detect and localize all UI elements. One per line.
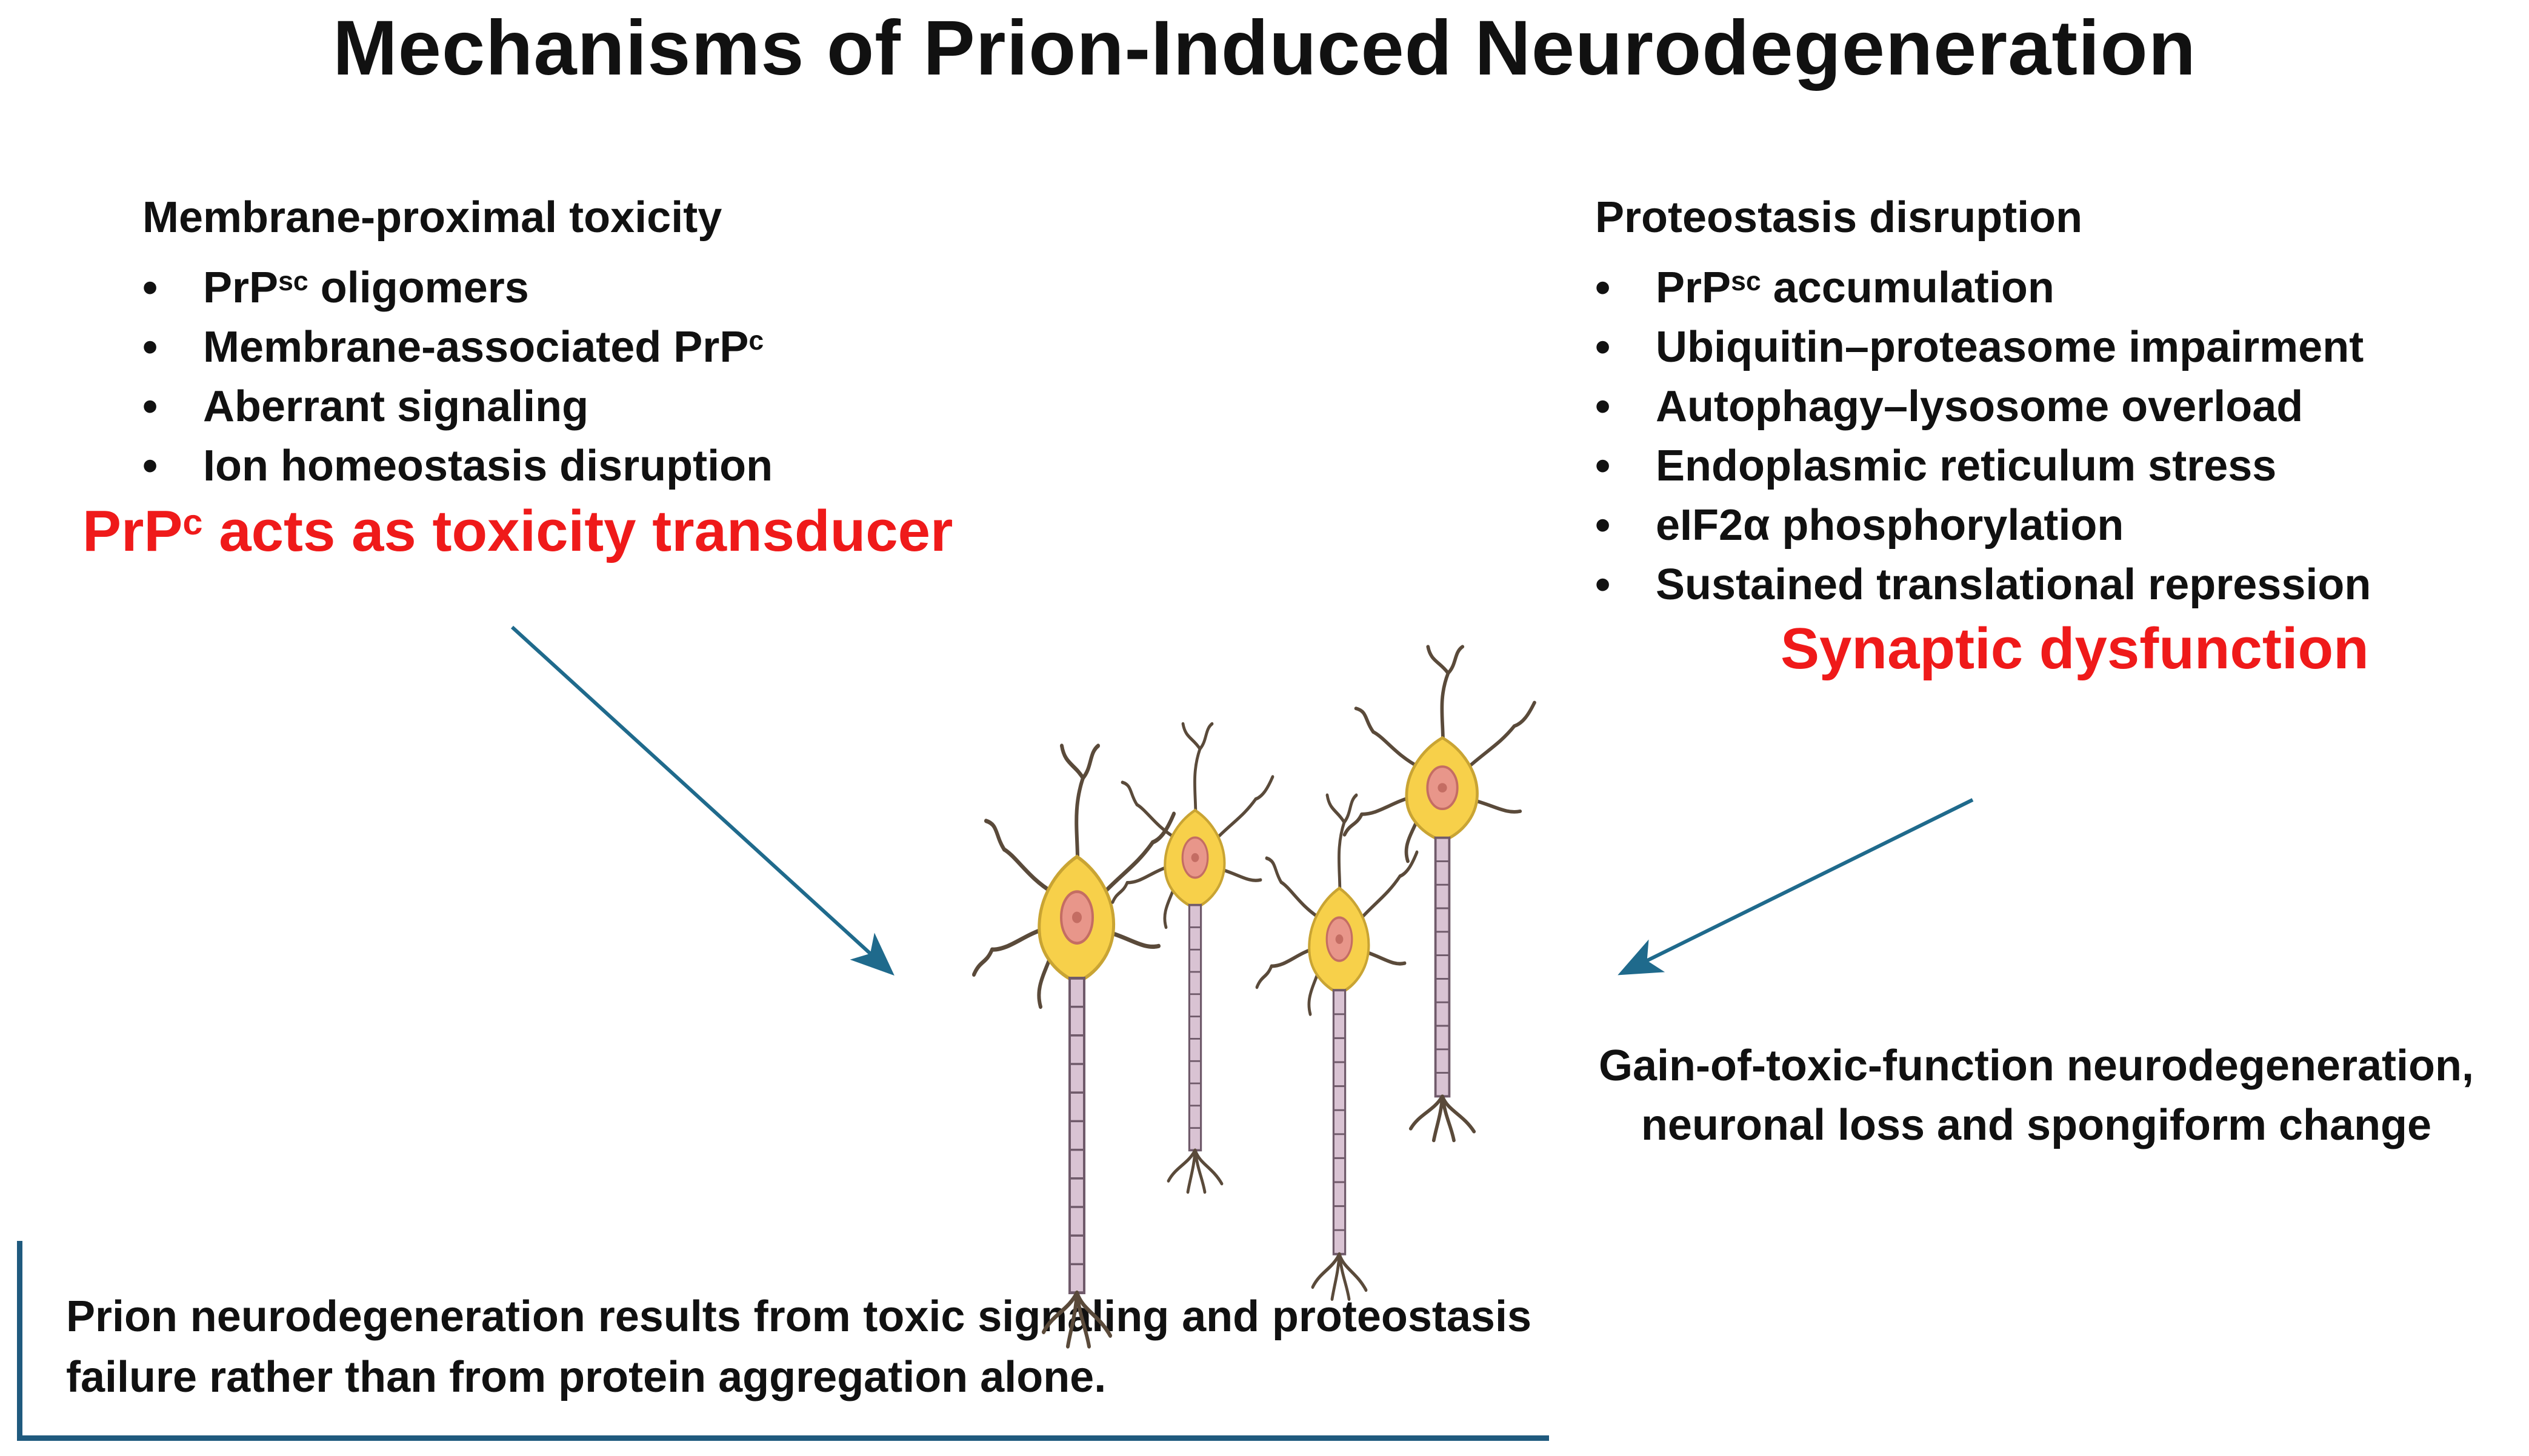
proteostasis-heading: Proteostasis disruption	[1595, 193, 2083, 242]
list-item: Endoplasmic reticulum stress	[1595, 436, 2371, 496]
summary-text: Prion neurodegeneration results from tox…	[66, 1292, 1531, 1401]
right-arrow-icon	[1618, 798, 1974, 976]
proteostasis-list: PrPsc accumulation Ubiquitin–proteasome …	[1595, 258, 2371, 614]
membrane-toxicity-heading: Membrane-proximal toxicity	[142, 193, 722, 242]
list-item: Membrane-associated PrPc	[142, 317, 773, 377]
list-item: Autophagy–lysosome overload	[1595, 377, 2371, 436]
outcome-text: Gain-of-toxic-function neurodegeneration…	[1599, 1042, 2474, 1149]
neuron-illustration-icon	[974, 647, 1534, 1346]
list-item: PrPsc accumulation	[1595, 258, 2371, 317]
membrane-toxicity-block: Membrane-proximal toxicity PrPsc oligome…	[142, 193, 773, 496]
list-item: eIF2α phosphorylation	[1595, 496, 2371, 555]
synaptic-dysfunction-label: Synaptic dysfunction	[1781, 616, 2369, 681]
list-item: Ubiquitin–proteasome impairment	[1595, 317, 2371, 377]
summary-box: Prion neurodegeneration results from tox…	[17, 1241, 1549, 1441]
page-title: Mechanisms of Prion-Induced Neurodegener…	[333, 5, 2196, 91]
left-arrow-icon	[510, 625, 895, 976]
membrane-toxicity-list: PrPsc oligomers Membrane-associated PrPc…	[142, 258, 773, 496]
proteostasis-block: Proteostasis disruption PrPsc accumulati…	[1595, 193, 2371, 614]
list-item: PrPsc oligomers	[142, 258, 773, 317]
list-item: Aberrant signaling	[142, 377, 773, 436]
list-item: Sustained translational repression	[1595, 555, 2371, 614]
toxicity-transducer-label: PrPc acts as toxicity transducer	[82, 499, 953, 563]
list-item: Ion homeostasis disruption	[142, 436, 773, 496]
